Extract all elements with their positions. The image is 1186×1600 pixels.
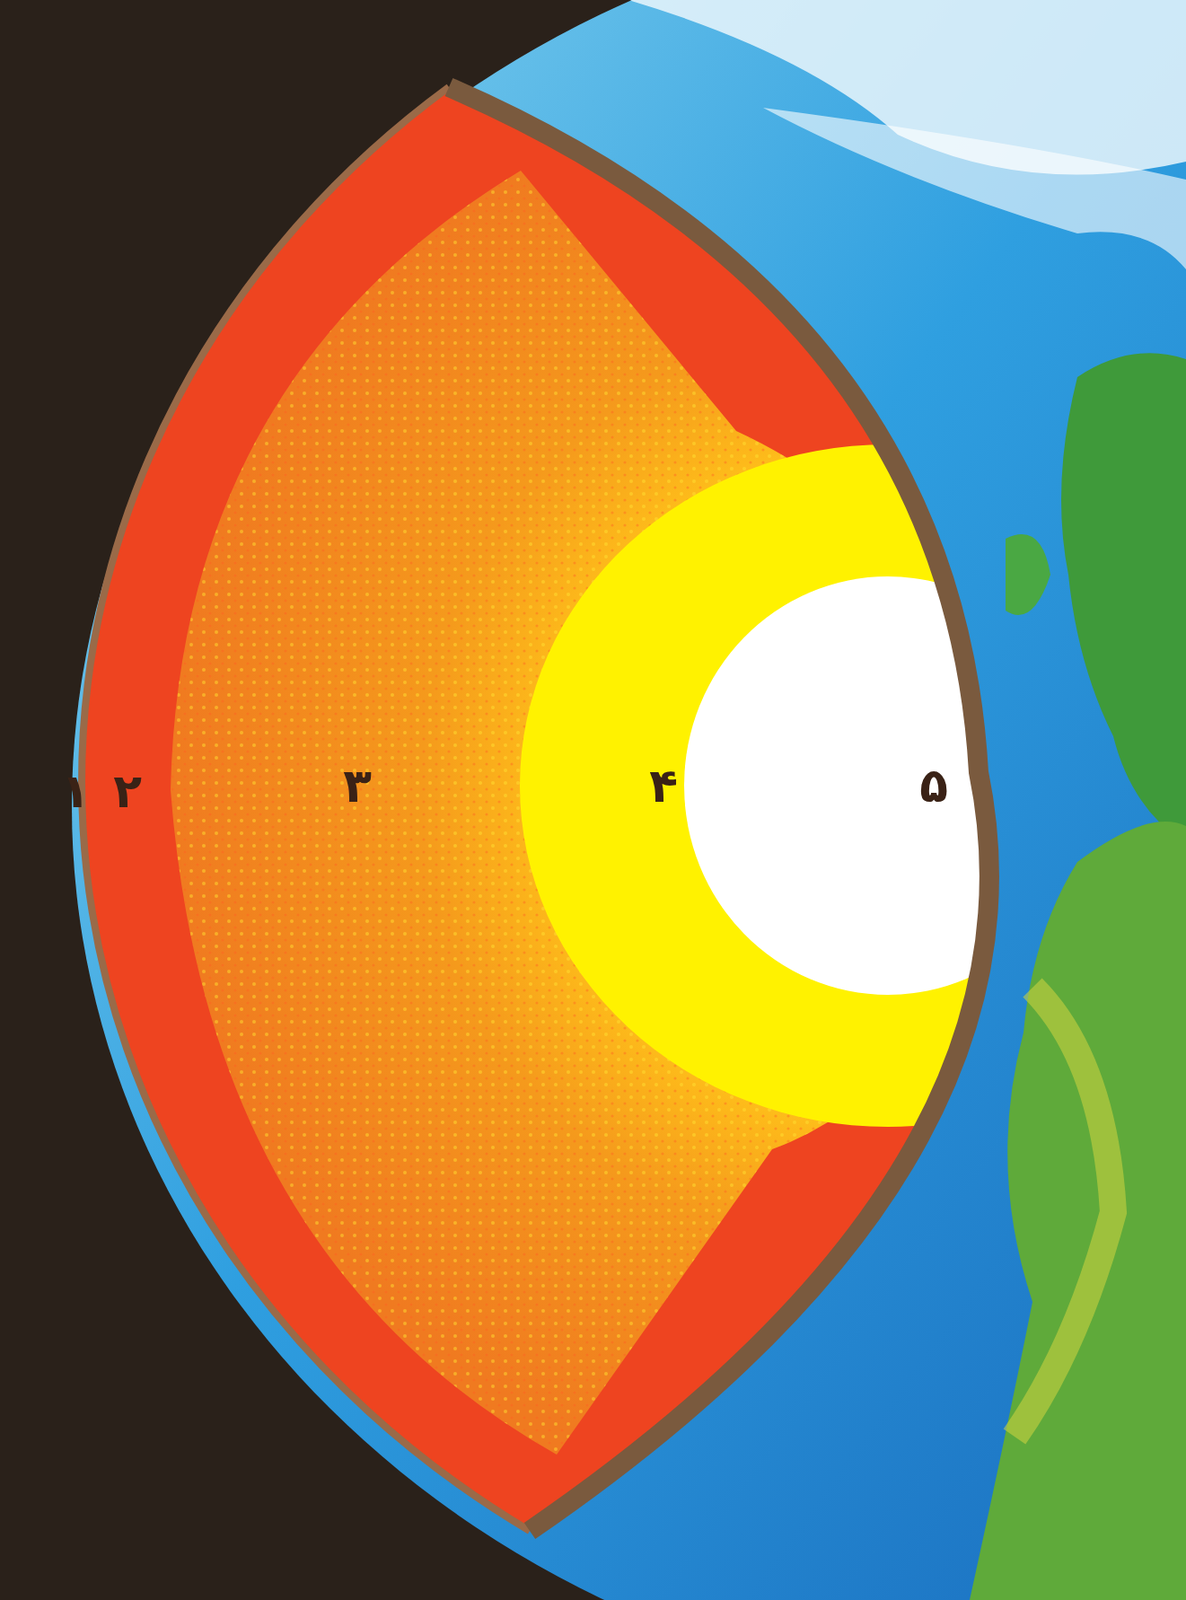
- callout-number: ۴: [649, 762, 678, 809]
- callout-number: ۵: [919, 762, 949, 809]
- callout-number: ۱: [61, 767, 90, 815]
- callout-number: ۲: [113, 767, 142, 815]
- callout-number: ۳: [342, 762, 372, 809]
